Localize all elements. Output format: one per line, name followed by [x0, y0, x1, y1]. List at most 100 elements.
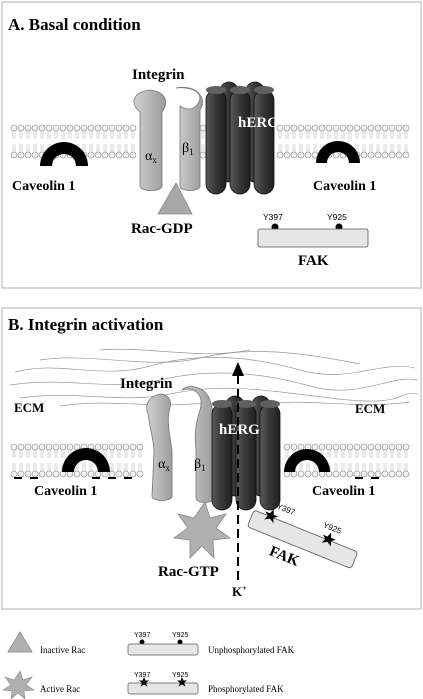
lipid-head [101, 443, 109, 451]
k-ion-label: K+ [232, 584, 247, 599]
lipid-head [388, 470, 396, 478]
lipid-tail [117, 144, 121, 152]
lipid-head [325, 124, 333, 132]
k-flow-arrow [232, 362, 244, 580]
lipid-head [283, 443, 291, 451]
lipid-head [94, 151, 102, 159]
lipid-tail [33, 131, 37, 139]
lipid-tail [355, 131, 359, 139]
lipid-head [290, 124, 298, 132]
lipid-tail [54, 131, 58, 139]
lipid-tail [110, 450, 114, 458]
lipid-head [87, 124, 95, 132]
lipid-head [73, 470, 81, 478]
legend-phos-fak-label: Phosphorylated FAK [208, 684, 284, 694]
lipid-tail [355, 450, 359, 458]
lipid-head [374, 151, 382, 159]
lipid-tail [124, 144, 128, 152]
lipid-head [402, 151, 410, 159]
lipid-head [346, 124, 354, 132]
lipid-tail [54, 450, 58, 458]
lipid-tail [369, 463, 373, 471]
lipid-tail [313, 144, 317, 152]
lipid-tail [362, 144, 366, 152]
lipid-head [24, 151, 32, 159]
lipid-tail [54, 463, 58, 471]
lipid-head [367, 470, 375, 478]
lipid-tail [390, 144, 394, 152]
lipid-head [73, 124, 81, 132]
lipid-head [122, 151, 130, 159]
lipid-tail [12, 131, 16, 139]
lipid-head [122, 443, 130, 451]
lipid-tail [362, 450, 366, 458]
legend-unphos-fak-box [127, 643, 199, 656]
lipid-head [402, 124, 410, 132]
lipid-head [52, 470, 60, 478]
lipid-head [115, 151, 123, 159]
lipid-tail [334, 131, 338, 139]
lipid-head [402, 443, 410, 451]
lipid-tail [117, 450, 121, 458]
panel-b: B. Integrin activation ECM ECM Caveolin … [1, 307, 422, 610]
lipid-head [283, 151, 291, 159]
lipid-head [94, 124, 102, 132]
lipid-head [108, 443, 116, 451]
ecm-right-label: ECM [355, 401, 385, 416]
lipid-tail [110, 131, 114, 139]
lipid-head [332, 124, 340, 132]
lipid-head [45, 443, 53, 451]
caveolin-left-b-label: Caveolin 1 [34, 484, 97, 499]
lipid-head [332, 470, 340, 478]
lipid-tail [131, 450, 135, 458]
lipid-head [388, 443, 396, 451]
lipid-tail [376, 131, 380, 139]
caveolin-left-b-shape [62, 448, 110, 472]
lipid-tail [369, 131, 373, 139]
lipid-tail [33, 463, 37, 471]
lipid-tail [12, 144, 16, 152]
caveolin-right-b-label: Caveolin 1 [312, 484, 375, 499]
lipid-tail [369, 144, 373, 152]
lipid-tail [341, 131, 345, 139]
lipid-tail [397, 131, 401, 139]
lipid-tail [61, 131, 65, 139]
lipid-head [360, 443, 368, 451]
fak-b-star-925 [321, 532, 336, 547]
lipid-head [360, 151, 368, 159]
herg-label-a: hERG [238, 115, 279, 131]
legend-phos-y397: Y397 [134, 672, 150, 679]
lipid-tail [348, 463, 352, 471]
lipid-head [311, 124, 319, 132]
legend-unphos-y925: Y925 [172, 632, 188, 639]
lipid-tail [82, 463, 86, 471]
lipid-tail [26, 144, 30, 152]
legend-phos-y925: Y925 [172, 672, 188, 679]
lipid-head [304, 470, 312, 478]
integrin-label-b: Integrin [120, 376, 173, 392]
lipid-head [129, 124, 137, 132]
lipid-tail [26, 131, 30, 139]
caveolin-left-label: Caveolin 1 [12, 179, 75, 194]
lipid-tail [376, 463, 380, 471]
lipid-head [136, 470, 144, 478]
lipid-head [80, 124, 88, 132]
lipid-head [381, 443, 389, 451]
lipid-head [304, 124, 312, 132]
lipid-head [108, 124, 116, 132]
lipid-head [87, 151, 95, 159]
lipid-tail [47, 450, 51, 458]
lipid-tail [334, 450, 338, 458]
lipid-head [346, 470, 354, 478]
lipid-tail [103, 144, 107, 152]
lipid-tail [278, 131, 282, 139]
lipid-tail [397, 463, 401, 471]
lipid-head [10, 470, 18, 478]
lipid-head [318, 124, 326, 132]
rac-gtp-star [172, 501, 232, 560]
lipid-tail [138, 450, 142, 458]
lipid-tail [47, 463, 51, 471]
lipid-tail [369, 450, 373, 458]
lipid-head [276, 124, 284, 132]
lipid-head [17, 443, 25, 451]
